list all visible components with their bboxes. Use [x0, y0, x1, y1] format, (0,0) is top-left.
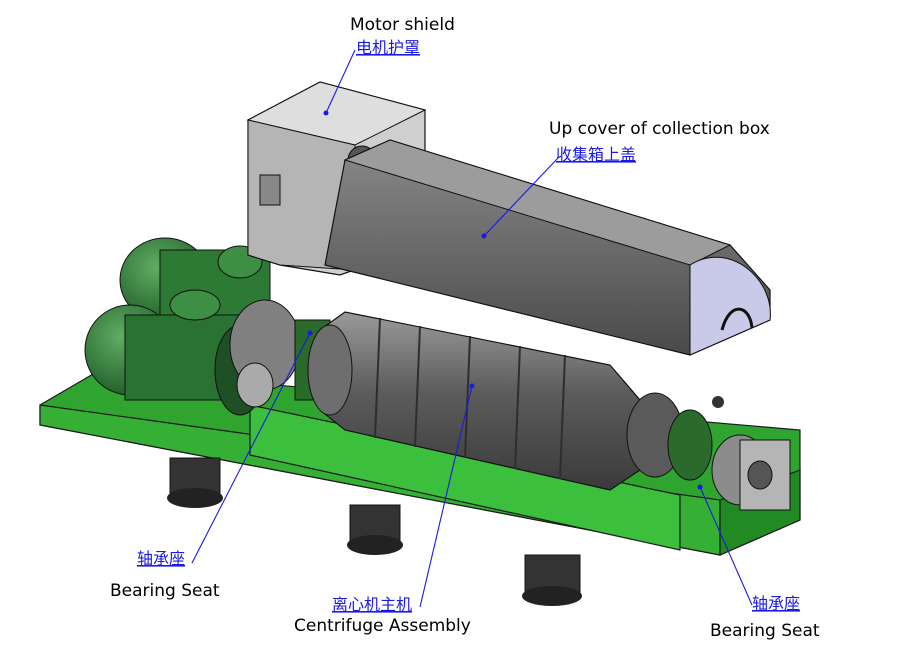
- label-collection-cover-en: Up cover of collection box: [549, 119, 770, 139]
- label-bearing-seat-left-en: Bearing Seat: [110, 581, 220, 601]
- motors: [84, 237, 271, 416]
- labels: Motor shield 电机护罩 Up cover of collection…: [110, 15, 820, 641]
- centrifuge-drum: [307, 311, 713, 491]
- support-feet: [167, 457, 582, 606]
- label-bearing-seat-right-en: Bearing Seat: [710, 621, 820, 641]
- right-bearing-assembly: [711, 396, 791, 511]
- label-motor-shield-cn: 电机护罩: [356, 38, 420, 57]
- label-motor-shield-en: Motor shield: [350, 15, 455, 35]
- label-bearing-seat-right-cn: 轴承座: [752, 594, 800, 613]
- label-bearing-seat-left-cn: 轴承座: [137, 549, 185, 568]
- label-centrifuge-assembly-cn: 离心机主机: [332, 595, 412, 614]
- label-collection-cover-cn: 收集箱上盖: [556, 145, 636, 164]
- collection-cover-part: [324, 139, 771, 356]
- label-centrifuge-assembly-en: Centrifuge Assembly: [294, 616, 471, 636]
- leader-lines: [191, 49, 753, 608]
